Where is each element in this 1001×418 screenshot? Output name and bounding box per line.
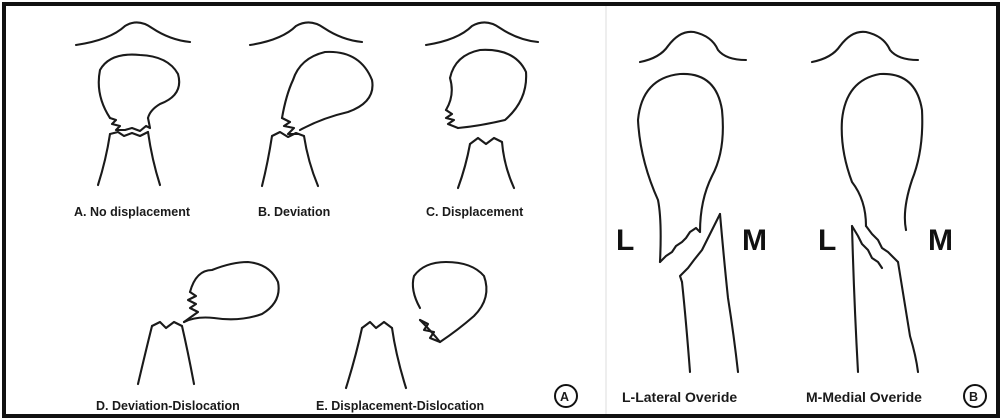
type-c-displacement <box>426 22 538 188</box>
condyle-head <box>446 50 526 128</box>
caption-medial: M-Medial Overide <box>806 389 922 405</box>
fossa-curve <box>250 22 362 45</box>
condyle-head <box>99 55 179 118</box>
type-b-deviation <box>250 22 373 186</box>
fracture-line <box>110 118 150 131</box>
side-label-left-2: L <box>818 224 836 257</box>
fracture-line <box>660 228 700 262</box>
ramus-left <box>682 282 690 372</box>
lateral-overide-drawing <box>638 32 746 372</box>
medial-overide-drawing <box>812 32 922 372</box>
type-d-deviation-dislocation <box>138 262 279 384</box>
condyle-head <box>842 74 923 230</box>
ramus-right <box>182 326 194 384</box>
fossa-curve <box>426 22 538 45</box>
fracture-line-lower <box>152 322 182 328</box>
ramus-left <box>458 144 470 188</box>
caption-c: C. Displacement <box>426 205 524 219</box>
caption-b: B. Deviation <box>258 205 330 219</box>
fossa-curve <box>640 32 746 62</box>
ramus-right <box>392 328 406 388</box>
caption-a: A. No displacement <box>74 205 191 219</box>
ramus-right <box>148 132 160 185</box>
caption-e: E. Displacement-Dislocation <box>316 399 484 413</box>
fracture-line <box>446 110 458 128</box>
fracture-line <box>282 118 298 134</box>
condyle-head <box>282 52 373 130</box>
ramus-right <box>304 136 318 186</box>
side-label-left-1: L <box>616 224 634 257</box>
fossa-curve <box>76 22 190 45</box>
ramus-left <box>98 134 110 185</box>
ramus-left <box>852 226 858 372</box>
type-e-displacement-dislocation <box>346 262 486 388</box>
ramus-left <box>262 136 272 186</box>
type-a-no-displacement <box>76 22 190 185</box>
ramus-right <box>502 142 514 188</box>
panel-b-label: B <box>964 385 986 407</box>
fracture-line-lower <box>362 322 392 328</box>
panel-b-letter: B <box>969 390 978 404</box>
fossa-curve <box>812 32 918 62</box>
ramus-right <box>720 214 738 372</box>
panel-a-label: A <box>555 385 577 407</box>
caption-lateral: L-Lateral Overide <box>622 389 737 405</box>
caption-d: D. Deviation-Dislocation <box>96 399 240 413</box>
ramus-left <box>346 328 362 388</box>
side-label-right-2: M <box>928 224 953 257</box>
fracture-line-lower <box>852 226 882 268</box>
fracture-line-lower <box>470 138 502 144</box>
fracture-line-lower <box>110 132 148 136</box>
side-label-right-1: M <box>742 224 767 257</box>
ramus-right <box>898 262 918 372</box>
ramus-left <box>138 326 152 384</box>
panel-a-letter: A <box>560 390 569 404</box>
